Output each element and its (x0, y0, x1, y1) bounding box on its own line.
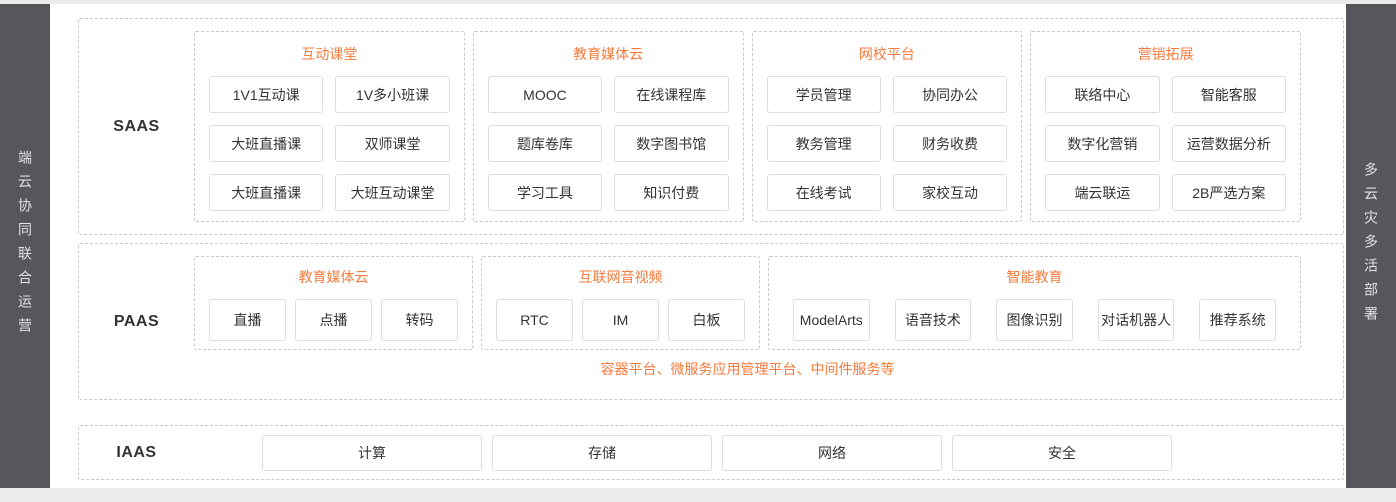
paas-layer-body: 教育媒体云 直播 点播 转码 互联网音视频 RTC IM (194, 244, 1343, 399)
diagram-node: 在线考试 (766, 174, 881, 211)
paas-group-education-media-cloud: 教育媒体云 直播 点播 转码 (194, 256, 473, 350)
diagram-node: IM (582, 299, 659, 341)
diagram-node: 运营数据分析 (1171, 125, 1286, 162)
diagram-node: 端云联运 (1045, 174, 1160, 211)
diagram-node: MOOC (487, 76, 603, 113)
diagram-node: 联络中心 (1045, 76, 1160, 113)
group-title: 教育媒体云 (298, 269, 369, 285)
diagram-node: 图像识别 (996, 299, 1073, 341)
group-title: 智能教育 (1006, 269, 1063, 285)
group-title: 网校平台 (858, 46, 915, 62)
iaas-layer: IAAS 计算 存储 网络 安全 (78, 425, 1344, 480)
node-row: RTC IM 白板 (496, 299, 745, 341)
left-banner: 端云协同联合运营 (0, 4, 50, 488)
diagram-node: 直播 (209, 299, 286, 341)
saas-layer-body: 互动课堂 1V1互动课 1V多小班课 大班直播课 双师课堂 大班直播课 大班互动… (194, 19, 1343, 234)
group-title: 教育媒体云 (573, 46, 644, 62)
content-row: 端云协同联合运营 SAAS 互动课堂 1V1互动课 1V多小班课 大班直播课 (0, 4, 1396, 488)
diagram-node: 学习工具 (487, 174, 603, 211)
diagram-node: 家校互动 (892, 174, 1008, 211)
architecture-diagram: SAAS 互动课堂 1V1互动课 1V多小班课 大班直播课 双师课堂 大班直播课 (50, 4, 1346, 488)
right-banner: 多云灾多活部署 (1346, 4, 1396, 488)
diagram-node: 点播 (295, 299, 372, 341)
diagram-node: 财务收费 (892, 125, 1008, 162)
diagram-node: 双师课堂 (335, 125, 450, 162)
diagram-node: 存储 (492, 434, 712, 471)
diagram-node: 网络 (722, 434, 942, 471)
diagram-node: 语音技术 (894, 299, 972, 341)
diagram-node: RTC (496, 299, 573, 341)
node-row: 直播 点播 转码 (209, 299, 458, 341)
diagram-node: 智能客服 (1171, 76, 1286, 113)
diagram-node: 转码 (381, 299, 458, 341)
diagram-node: 对话机器人 (1097, 299, 1175, 341)
group-title: 互联网音视频 (578, 269, 663, 285)
node-grid: MOOC 在线课程库 题库卷库 数字图书馆 学习工具 知识付费 (487, 76, 729, 211)
saas-group-interactive-classroom: 互动课堂 1V1互动课 1V多小班课 大班直播课 双师课堂 大班直播课 大班互动… (194, 31, 465, 222)
diagram-node: 大班直播课 (209, 174, 324, 211)
left-banner-text: 端云协同联合运营 (17, 150, 33, 342)
diagram-node: 教务管理 (766, 125, 881, 162)
diagram-node: 计算 (262, 434, 482, 471)
diagram-node: 1V多小班课 (335, 76, 450, 113)
diagram-node: 白板 (668, 299, 745, 341)
diagram-node: 大班互动课堂 (335, 174, 450, 211)
iaas-layer-body: 计算 存储 网络 安全 (194, 426, 1343, 479)
diagram-node: 在线课程库 (614, 76, 729, 113)
diagram-node: 数字图书馆 (614, 125, 729, 162)
diagram-node: 推荐系统 (1199, 299, 1276, 341)
diagram-node: ModelArts (793, 299, 870, 341)
paas-layer: PAAS 教育媒体云 直播 点播 转码 互联网音视频 (78, 243, 1344, 400)
diagram-node: 学员管理 (766, 76, 881, 113)
paas-middleware-note: 容器平台、微服务应用管理平台、中间件服务等 (600, 360, 895, 377)
group-title: 营销拓展 (1137, 46, 1194, 62)
saas-layer-label: SAAS (113, 117, 160, 135)
node-grid: 1V1互动课 1V多小班课 大班直播课 双师课堂 大班直播课 大班互动课堂 (209, 76, 450, 211)
group-title: 互动课堂 (301, 46, 358, 62)
diagram-node: 大班直播课 (209, 125, 324, 162)
node-grid: 学员管理 协同办公 教务管理 财务收费 在线考试 家校互动 (766, 76, 1008, 211)
bottom-edge (0, 488, 1396, 502)
diagram-node: 数字化营销 (1045, 125, 1160, 162)
paas-group-intelligent-education: 智能教育 ModelArts 语音技术 图像识别 对话机器人 推荐系统 (768, 256, 1301, 350)
top-edge (0, 0, 1396, 4)
node-grid: 联络中心 智能客服 数字化营销 运营数据分析 端云联运 2B严选方案 (1045, 76, 1286, 211)
diagram-node: 2B严选方案 (1171, 174, 1286, 211)
node-row: ModelArts 语音技术 图像识别 对话机器人 推荐系统 (783, 299, 1286, 341)
saas-group-education-media-cloud: 教育媒体云 MOOC 在线课程库 题库卷库 数字图书馆 学习工具 知识付费 (472, 31, 744, 222)
saas-group-online-school-platform: 网校平台 学员管理 协同办公 教务管理 财务收费 在线考试 家校互动 (751, 31, 1023, 222)
paas-group-internet-audio-video: 互联网音视频 RTC IM 白板 (481, 256, 760, 350)
diagram-node: 安全 (952, 434, 1172, 471)
diagram-node: 1V1互动课 (209, 76, 324, 113)
saas-groups: 互动课堂 1V1互动课 1V多小班课 大班直播课 双师课堂 大班直播课 大班互动… (194, 31, 1301, 222)
saas-layer: SAAS 互动课堂 1V1互动课 1V多小班课 大班直播课 双师课堂 大班直播课 (78, 18, 1344, 235)
diagram-node: 知识付费 (614, 174, 729, 211)
paas-groups: 教育媒体云 直播 点播 转码 互联网音视频 RTC IM (194, 256, 1301, 350)
saas-group-marketing-expansion: 营销拓展 联络中心 智能客服 数字化营销 运营数据分析 端云联运 2B严选方案 (1030, 31, 1301, 222)
diagram-node: 题库卷库 (487, 125, 603, 162)
iaas-layer-label: IAAS (116, 443, 157, 461)
right-banner-text: 多云灾多活部署 (1363, 162, 1379, 330)
diagram-node: 协同办公 (892, 76, 1008, 113)
paas-layer-label: PAAS (113, 312, 160, 330)
